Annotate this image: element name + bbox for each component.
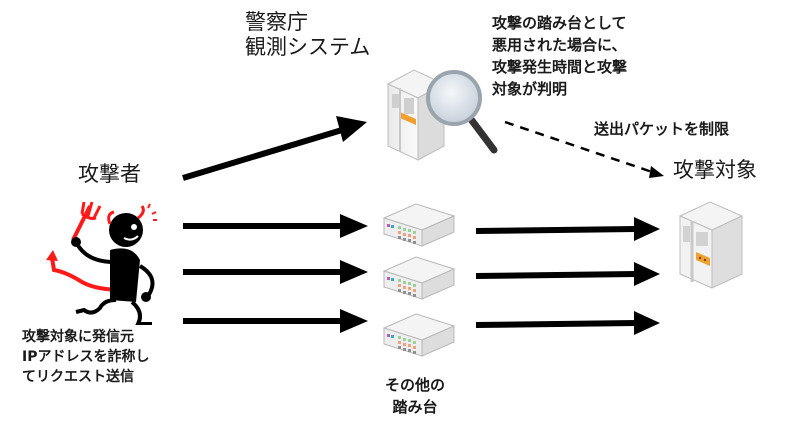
attacker-note-line: てリクエスト送信 [22,369,134,385]
limit-packets-note: 送出パケットを制限 [594,120,730,138]
arrow-platform-1-to-target [475,217,660,241]
arrow-platform-3-to-target [475,311,660,335]
attacker-label: 攻撃者 [78,162,141,186]
devil-figure-icon [46,201,157,325]
other-platforms-line2: 踏み台 [392,398,438,416]
observation-system-line1: 警察庁 [245,10,308,34]
arrow-attacker-to-platform-3 [183,309,368,333]
attacker-note: 攻撃対象に発信元 IPアドレスを詐称し てリクエスト送信 [22,327,149,387]
server-with-magnifier-icon [386,69,498,161]
dashed-arrow-observation-to-target [504,120,664,178]
network-switch-icon [382,203,456,247]
arrow-attacker-to-observation [182,116,367,181]
server-icon [678,201,744,289]
observation-system-line2: 観測システム [245,34,371,59]
other-platforms-line1: その他の [385,376,446,394]
attacker-note-line: IPアドレスを詐称し [22,349,150,365]
target-label: 攻撃対象 [673,158,757,182]
observation-system-label: 警察庁 観測システム [245,10,370,60]
other-platforms-label: その他の 踏み台 [385,374,445,418]
arrow-platform-2-to-target [475,262,660,286]
network-switch-icon [382,313,456,357]
observation-note-line: 悪用された場合に、 [492,36,627,54]
observation-note-line: 攻撃発生時間と攻撃 [492,58,628,76]
observation-note: 攻撃の踏み台として 悪用された場合に、 攻撃発生時間と攻撃 対象が判明 [492,12,627,100]
observation-note-line: 対象が判明 [492,80,568,98]
arrow-attacker-to-platform-2 [183,260,368,284]
attacker-note-line: 攻撃対象に発信元 [22,329,134,345]
network-switch-icon [382,256,456,300]
arrow-attacker-to-platform-1 [183,214,368,238]
observation-note-line: 攻撃の踏み台として [492,14,627,32]
